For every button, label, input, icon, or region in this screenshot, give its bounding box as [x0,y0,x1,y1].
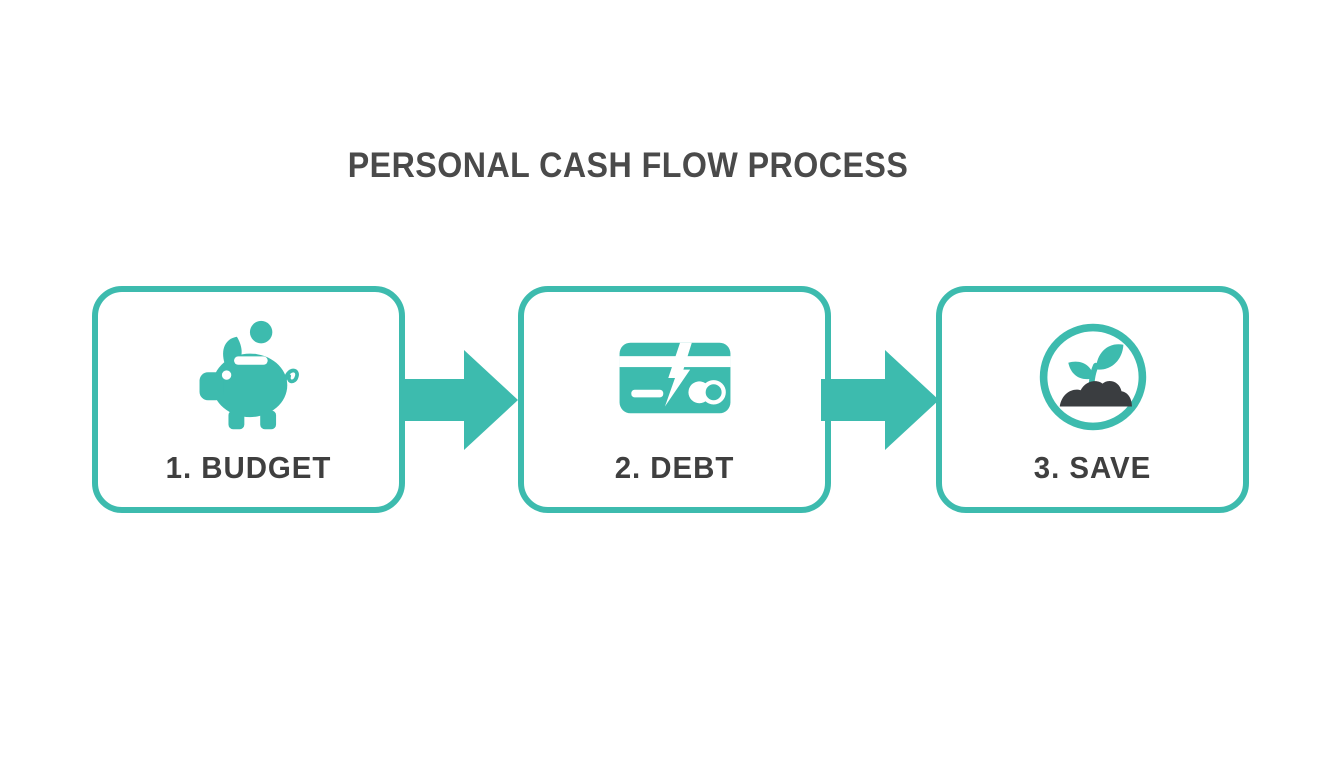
step-box-save: 3. SAVE [936,286,1249,513]
piggy-bank-icon [193,318,305,439]
broken-credit-card-icon [616,336,734,425]
plant-sprout-icon [1036,320,1150,439]
arrow-right-icon [400,348,520,452]
step-box-budget: 1. BUDGET [92,286,405,513]
step-label-debt: 2. DEBT [614,450,735,485]
diagram-title: PERSONAL CASH FLOW PROCESS [347,146,909,185]
step-box-debt: 2. DEBT [518,286,831,513]
arrow-right-icon [821,348,941,452]
step-label-budget: 1. BUDGET [165,450,332,485]
step-label-save: 3. SAVE [1033,450,1152,485]
